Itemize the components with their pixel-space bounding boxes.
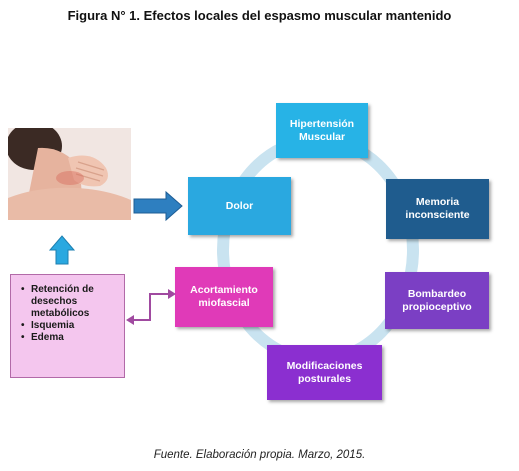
arrowhead-right-icon xyxy=(168,289,176,299)
arrowhead-left-icon xyxy=(126,315,134,325)
box-modificaciones-posturales: Modificaciones posturales xyxy=(267,345,382,400)
neck-pain-photo xyxy=(8,128,131,220)
box-bombardeo-propioceptivo: Bombardeo propioceptivo xyxy=(385,272,489,329)
list-item: Edema xyxy=(21,332,118,344)
arrow-right-icon xyxy=(133,190,183,222)
effects-list-box: Retención de desechos metabólicos Isquem… xyxy=(10,274,125,378)
box-hipertension-muscular: Hipertensión Muscular xyxy=(276,103,368,158)
list-item: Isquemia xyxy=(21,320,118,332)
figure-title: Figura N° 1. Efectos locales del espasmo… xyxy=(67,8,452,23)
connector-bracket xyxy=(130,293,172,321)
list-item: Retención de desechos metabólicos xyxy=(21,284,118,320)
box-dolor: Dolor xyxy=(188,177,291,235)
box-memoria-inconsciente: Memoria inconsciente xyxy=(386,179,489,239)
arrow-up-icon xyxy=(48,235,76,265)
box-acortamiento-miofascial: Acortamiento miofascial xyxy=(175,267,273,327)
figure-caption: Fuente. Elaboración propia. Marzo, 2015. xyxy=(153,449,366,461)
